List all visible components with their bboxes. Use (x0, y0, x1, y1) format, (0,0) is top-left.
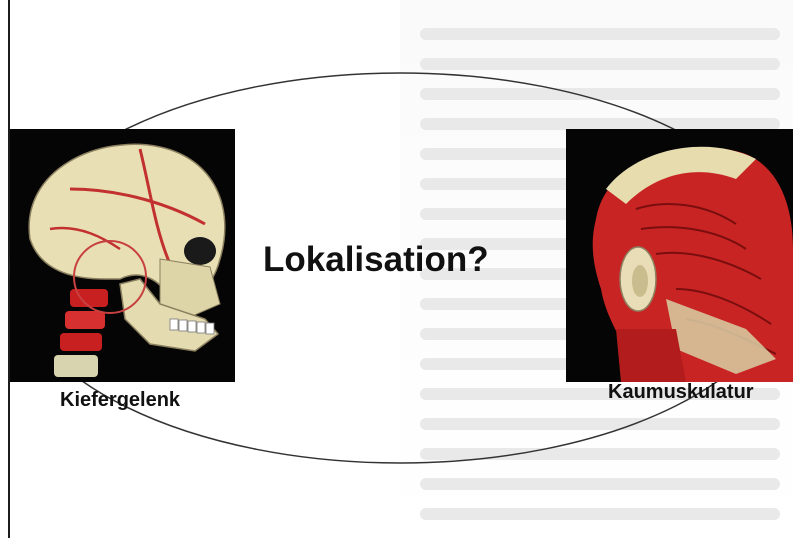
right-caption: Kaumuskulatur (608, 381, 754, 404)
muscle-image (566, 129, 793, 382)
left-caption: Kiefergelenk (60, 389, 180, 412)
question-title: Lokalisation? (263, 240, 489, 280)
skull-image (10, 129, 235, 382)
skull-image-panel (10, 129, 235, 382)
muscle-image-panel (566, 129, 793, 382)
